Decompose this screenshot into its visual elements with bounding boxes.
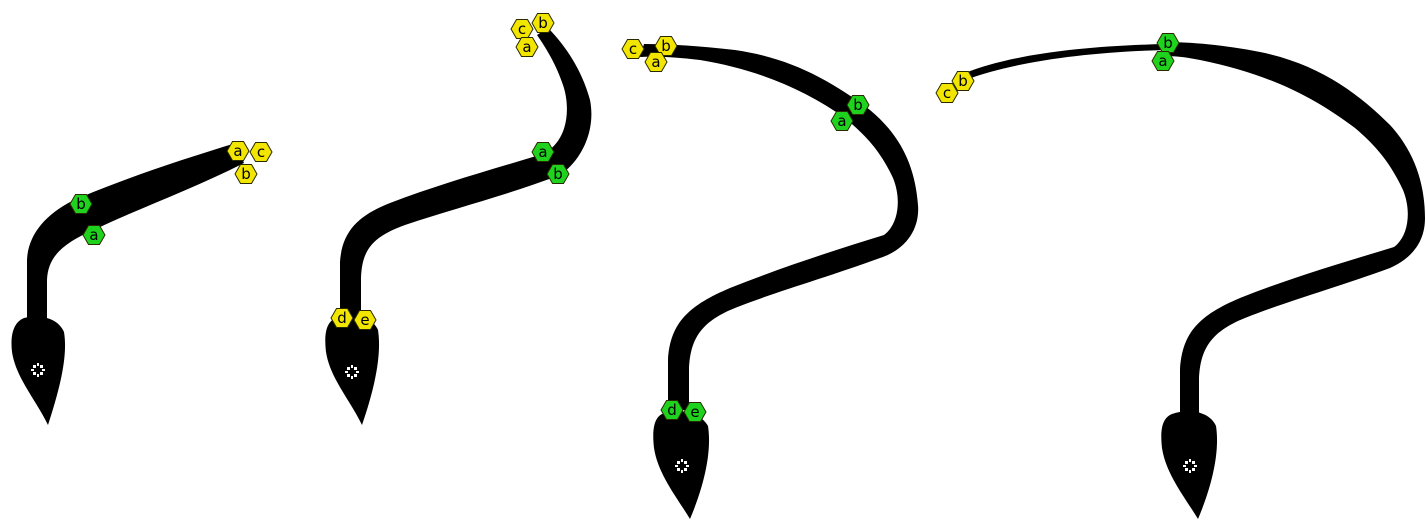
control-point-label: e [360,311,369,329]
control-point-label: b [538,14,548,32]
control-point[interactable]: d [661,401,683,420]
control-point[interactable]: c [250,143,272,162]
control-point-label: b [1163,34,1173,52]
control-point-label: a [89,226,98,244]
control-point-label: e [690,403,699,421]
control-point[interactable]: b [532,14,554,33]
control-point-label: c [629,40,637,58]
control-point[interactable]: a [227,142,249,161]
frame-4: c b b a [936,34,1425,520]
stroke-body[interactable] [27,143,244,325]
control-point-label: b [553,165,563,183]
frame-1: b a a c b [12,142,273,426]
control-point-label: b [853,96,863,114]
control-point-label: c [518,20,526,38]
stroke-thin-tail[interactable] [965,44,1166,79]
control-point[interactable]: a [516,38,538,57]
control-point-label: a [837,112,846,130]
control-point[interactable]: a [83,226,105,245]
control-point-label: c [943,84,951,102]
stroke-head[interactable] [653,411,709,519]
control-point[interactable]: a [532,143,554,162]
control-point-label: c [257,143,265,161]
control-point[interactable]: a [1152,52,1174,71]
control-point[interactable]: d [331,309,353,328]
control-point[interactable]: e [354,311,376,330]
control-point-label: a [522,38,531,56]
frame-2: c b a a b d e [325,14,591,426]
control-point-label: b [241,165,251,183]
control-point[interactable]: c [622,40,644,59]
stroke-body[interactable] [1165,42,1425,420]
control-point-label: a [651,53,660,71]
control-point[interactable]: e [684,403,706,422]
control-point-label: a [233,142,242,160]
stroke-head[interactable] [1161,411,1217,519]
control-point[interactable]: a [831,112,853,131]
control-point-label: d [337,309,347,327]
stroke-head[interactable] [12,317,66,425]
control-point-label: b [958,72,968,90]
control-point[interactable]: b [847,96,869,115]
control-point-label: a [1158,52,1167,70]
control-point[interactable]: b [1157,34,1179,53]
control-point-label: a [538,143,547,161]
control-point-label: b [76,195,86,213]
control-point[interactable]: b [952,72,974,91]
control-point-label: d [667,401,677,419]
frame-3: c b a b a d e [622,37,918,520]
control-point[interactable]: b [70,195,92,214]
stroke-body[interactable] [640,44,918,410]
control-point-label: b [661,37,671,55]
stroke-head[interactable] [325,315,379,425]
control-point[interactable]: c [511,20,533,39]
control-point[interactable]: b [235,165,257,184]
control-point[interactable]: b [547,165,569,184]
control-point[interactable]: a [645,53,667,72]
